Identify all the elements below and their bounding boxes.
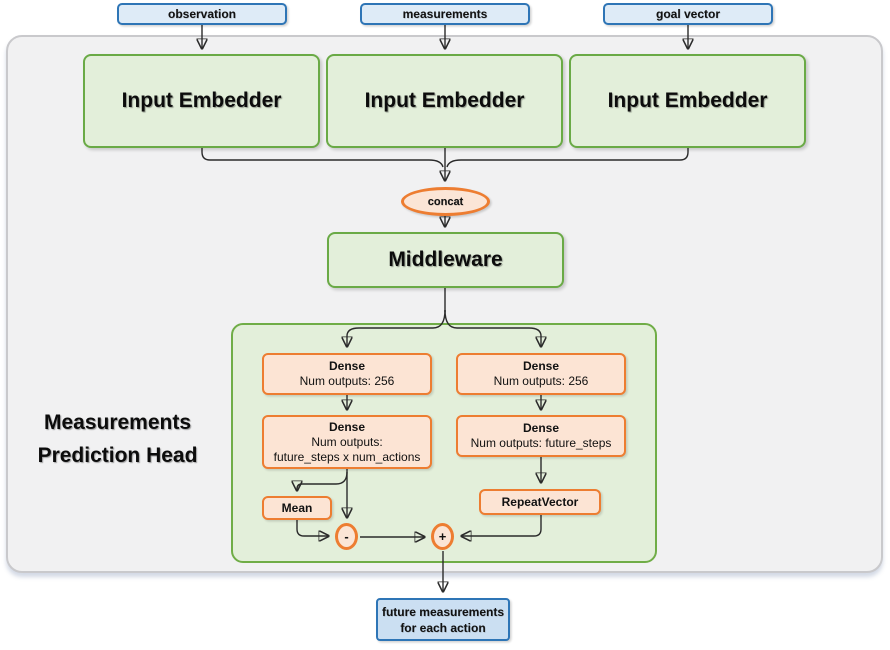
output-box: future measurements for each action [376, 598, 510, 641]
input-embedder-3: Input Embedder [569, 54, 806, 148]
measurements-label: measurements [402, 7, 488, 21]
dense-right-1: Dense Num outputs: 256 [456, 353, 626, 395]
input-embedder-2-label: Input Embedder [364, 89, 525, 112]
input-embedder-1: Input Embedder [83, 54, 320, 148]
dense-left-1-subtitle: Num outputs: 256 [299, 374, 395, 388]
dense-right-2-subtitle: Num outputs: future_steps [470, 436, 612, 450]
input-label-observation: observation [117, 3, 287, 25]
prediction-head-title-line1: Measurements [43, 411, 192, 434]
plus-icon: + [438, 529, 447, 544]
dense-left-2-title: Dense [328, 419, 366, 434]
input-embedder-2: Input Embedder [326, 54, 563, 148]
prediction-head-title: Measurements Prediction Head [10, 406, 225, 472]
minus-icon: - [344, 529, 349, 544]
dense-right-2-title: Dense [522, 421, 560, 435]
input-label-measurements: measurements [360, 3, 530, 25]
dense-right-1-title: Dense [522, 359, 560, 373]
middleware-box: Middleware [327, 232, 564, 288]
repeat-vector-label: RepeatVector [501, 494, 579, 509]
dense-right-1-subtitle: Num outputs: 256 [493, 374, 589, 388]
add-node: + [431, 523, 454, 550]
input-embedder-3-label: Input Embedder [607, 89, 768, 112]
dense-left-2: Dense Num outputs: future_steps x num_ac… [262, 415, 432, 469]
subtract-node: - [335, 523, 358, 550]
dense-left-1: Dense Num outputs: 256 [262, 353, 432, 395]
output-label-line2: for each action [400, 620, 486, 635]
mean-label: Mean [281, 500, 313, 515]
input-embedder-1-label: Input Embedder [121, 89, 282, 112]
input-label-goal-vector: goal vector [603, 3, 773, 25]
dense-left-2-subtitle2: future_steps x num_actions [273, 449, 421, 464]
goal-vector-label: goal vector [655, 7, 721, 21]
output-label-line1: future measurements [381, 604, 505, 619]
observation-label: observation [167, 7, 236, 21]
dense-right-2: Dense Num outputs: future_steps [456, 415, 626, 457]
prediction-head-title-line2: Prediction Head [37, 444, 198, 467]
repeat-vector-box: RepeatVector [479, 489, 601, 515]
dense-left-1-title: Dense [328, 359, 366, 373]
concat-node: concat [401, 187, 490, 216]
middleware-label: Middleware [388, 248, 503, 271]
dense-left-2-subtitle: Num outputs: [311, 434, 383, 449]
mean-box: Mean [262, 496, 332, 520]
concat-label: concat [427, 195, 464, 208]
